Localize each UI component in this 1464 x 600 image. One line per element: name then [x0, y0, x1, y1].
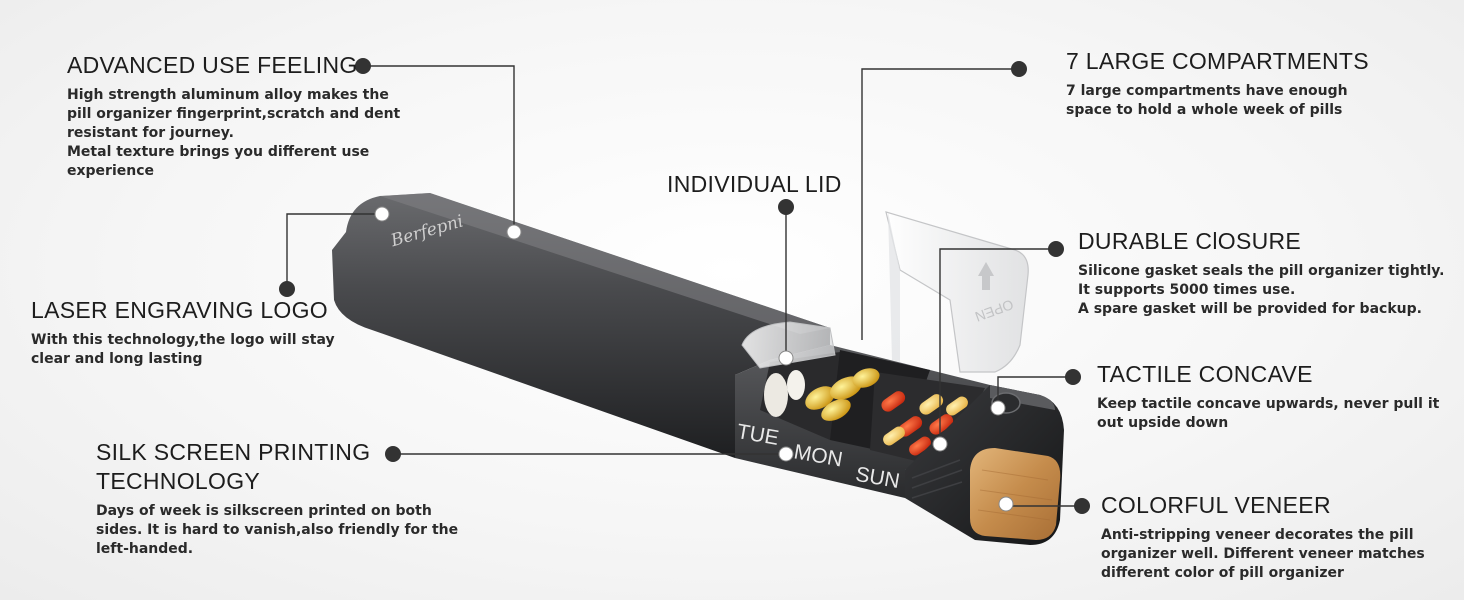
pill-tray: TUE MON SUN: [735, 345, 990, 498]
feature-durable-closure: DURABLE ClOSURE Silicone gasket seals th…: [1078, 227, 1444, 319]
feature-laser-engraving-logo: LASER ENGRAVING LOGO With this technolog…: [31, 296, 335, 369]
feature-title: TACTILE CONCAVE: [1097, 361, 1313, 387]
callout-dots: [279, 58, 1090, 514]
feature-advanced-use-feeling: ADVANCED USE FEELING High strength alumi…: [67, 51, 400, 181]
feature-silk-screen-printing: SILK SCREEN PRINTING TECHNOLOGY Days of …: [96, 438, 458, 559]
feature-title: SILK SCREEN PRINTING: [96, 439, 371, 465]
feature-title: DURABLE ClOSURE: [1078, 228, 1302, 254]
feature-tactile-concave: TACTILE CONCAVE Keep tactile concave upw…: [1097, 360, 1439, 433]
callout-lines: [286, 65, 1082, 507]
feature-description: Keep tactile concave upwards, never pull…: [1097, 396, 1440, 431]
feature-title: TECHNOLOGY: [96, 468, 261, 494]
feature-description: High strength aluminum alloy makes the p…: [67, 87, 401, 179]
end-cap: [905, 385, 1064, 545]
feature-colorful-veneer: COLORFUL VENEER Anti-stripping veneer de…: [1101, 491, 1425, 583]
feature-title: LASER ENGRAVING LOGO: [31, 297, 328, 323]
feature-title: ADVANCED USE FEELING: [67, 52, 358, 78]
pill-case-body: Berfepni: [332, 193, 830, 458]
feature-title: COLORFUL VENEER: [1101, 492, 1331, 518]
feature-title: INDIVIDUAL LID: [667, 171, 842, 197]
individual-lids: OPEN: [741, 211, 1029, 373]
feature-large-compartments: 7 LARGE COMPARTMENTS 7 large compartment…: [1066, 47, 1369, 120]
wood-veneer: [970, 448, 1061, 540]
feature-description: Silicone gasket seals the pill organizer…: [1078, 263, 1445, 317]
feature-description: Anti-stripping veneer decorates the pill…: [1101, 527, 1425, 581]
feature-description: Days of week is silkscreen printed on bo…: [96, 503, 459, 557]
feature-individual-lid: INDIVIDUAL LID: [667, 170, 842, 199]
feature-description: With this technology,the logo will stay …: [31, 332, 335, 367]
feature-description: 7 large compartments have enough space t…: [1066, 83, 1348, 118]
feature-title: 7 LARGE COMPARTMENTS: [1066, 48, 1369, 74]
